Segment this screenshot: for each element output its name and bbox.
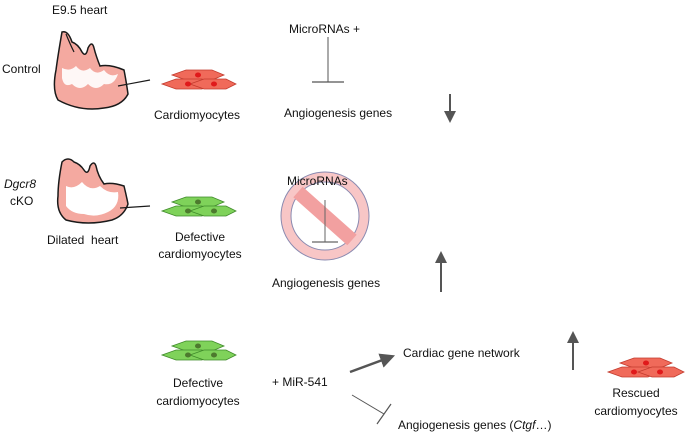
control-row-label: Control	[2, 62, 41, 76]
rescue-target-suffix: …)	[535, 418, 552, 432]
mutant-mirna-label: MicroRNAs	[287, 174, 348, 188]
rescued-cardiomyocytes-icon	[606, 357, 685, 378]
rescue-defective-label-line1: Defective	[172, 376, 224, 390]
network-label: Cardiac gene network	[403, 346, 520, 360]
defective-cardiomyocytes-icon	[160, 196, 237, 217]
treatment-label: + MiR-541	[272, 375, 328, 389]
control-cardiomyocytes-icon	[160, 69, 237, 90]
rescued-label-line1: Rescued	[612, 386, 660, 400]
control-mirna-inhibition-line	[312, 37, 344, 83]
rescue-defective-label-line2: cardiomyocytes	[156, 394, 240, 408]
rescue-target-gene: Ctgf	[513, 418, 536, 432]
ko-label: cKO	[10, 194, 34, 208]
control-mirna-label: MicroRNAs +	[289, 22, 361, 36]
control-target-label: Angiogenesis genes	[284, 106, 393, 120]
control-heart-icon	[53, 30, 151, 110]
defective-cell-label-line2: cardiomyocytes	[158, 247, 242, 261]
control-cell-label: Cardiomyocytes	[154, 108, 241, 122]
mir541-inhibition-line	[351, 394, 392, 425]
rescued-label-line2: cardiomyocytes	[594, 404, 678, 418]
prohibition-icon	[280, 171, 370, 261]
mutant-target-label: Angiogenesis genes	[272, 276, 381, 290]
defective-cell-label-line1: Defective	[174, 230, 226, 244]
activation-arrow-icon	[349, 353, 396, 374]
gene-label: Dgcr8	[4, 177, 37, 191]
rescue-target-prefix: Angiogenesis genes (	[398, 418, 514, 432]
stage-label: E9.5 heart	[52, 3, 108, 17]
rescue-defective-cardiomyocytes-icon	[160, 340, 237, 361]
rescue-target-label: Angiogenesis genes (Ctgf…)	[398, 418, 551, 432]
dilated-heart-icon	[56, 158, 151, 224]
dilated-heart-label: Dilated heart	[47, 233, 119, 247]
